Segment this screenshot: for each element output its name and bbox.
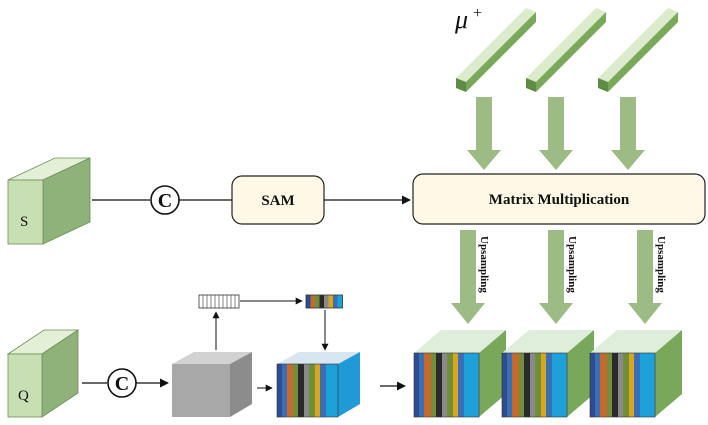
sam-label: SAM — [261, 193, 294, 209]
upsampling-label-1: Upsampling — [478, 236, 490, 293]
prototype-arrow-3 — [611, 97, 645, 170]
prototype-bar-3 — [598, 8, 678, 92]
pooled-vector — [198, 294, 240, 309]
prototype-bar-2 — [526, 8, 606, 92]
concat-symbol-query: C — [115, 373, 129, 395]
prototype-bar-1 — [456, 8, 536, 92]
matrix-label: Matrix Multiplication — [489, 192, 630, 208]
upsampling-label-2: Upsampling — [566, 236, 578, 293]
fused-feature-cube — [172, 352, 252, 417]
concat-node-support: C — [150, 185, 180, 215]
query-feature-cube: Q — [6, 329, 80, 418]
support-feature-cube: S — [7, 157, 91, 245]
prototype-arrow-1 — [467, 97, 501, 170]
upsampling-arrow-1: Upsampling — [451, 230, 490, 324]
upsampling-arrow-3: Upsampling — [628, 230, 667, 324]
query-label: Q — [18, 388, 29, 404]
prototype-symbol: μ — [454, 5, 468, 34]
support-label: S — [20, 214, 28, 230]
weighted-feature-cube — [276, 352, 360, 418]
output-cube-1 — [413, 330, 506, 418]
matrix-multiplication-module: Matrix Multiplication — [412, 173, 706, 225]
upsampling-label-3: Upsampling — [655, 236, 667, 293]
concat-node-query: C — [107, 368, 137, 398]
upsampling-arrow-2: Upsampling — [539, 230, 578, 324]
prototype-arrow-2 — [539, 97, 573, 170]
output-cube-2 — [501, 330, 594, 418]
prototype-label: μ + — [454, 5, 482, 34]
sam-module: SAM — [231, 175, 325, 225]
output-cube-3 — [589, 330, 682, 418]
prototype-superscript: + — [473, 5, 482, 22]
concat-symbol: C — [158, 190, 172, 212]
weighted-vector — [305, 294, 343, 309]
